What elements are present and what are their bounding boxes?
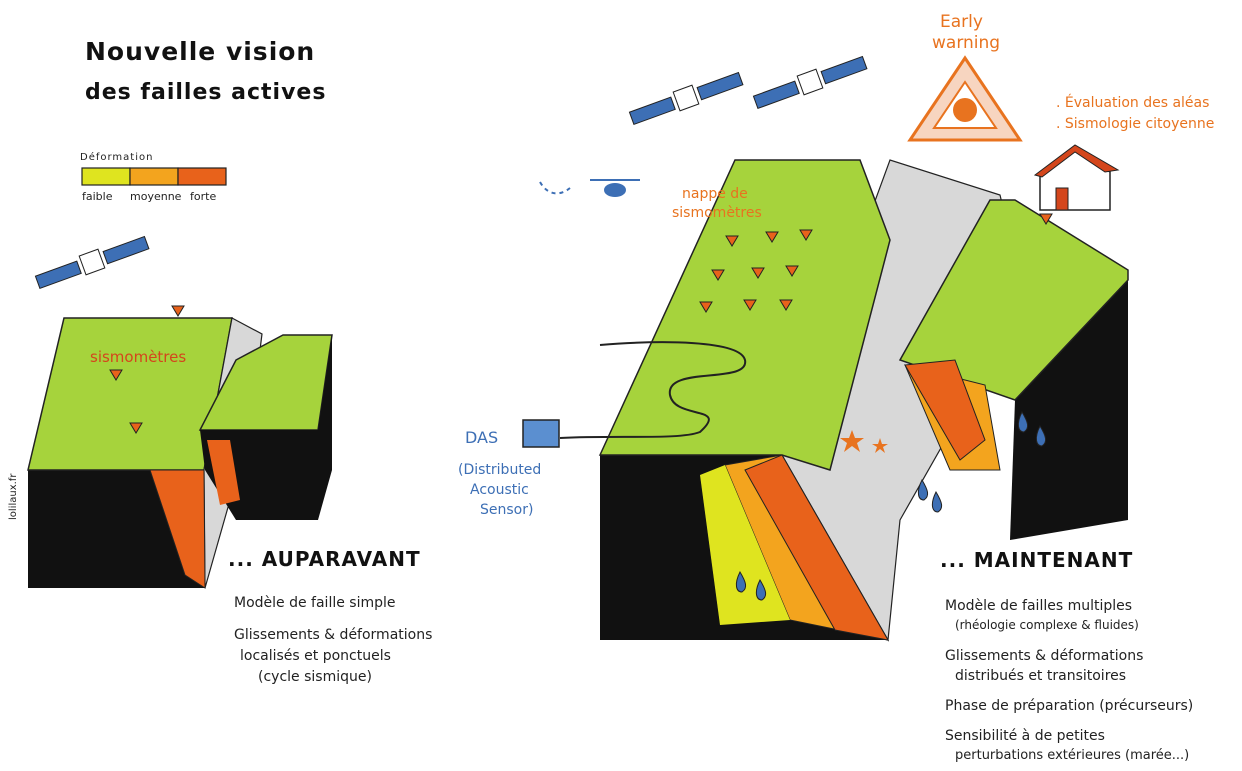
hazard-note: . Évaluation des aléas	[1056, 95, 1209, 111]
array-label-2: sismomètres	[672, 205, 762, 221]
early-warning-label-1: Early	[940, 12, 983, 32]
legend-level-low: faible	[82, 190, 112, 203]
now-bullet: distribués et transitoires	[955, 668, 1126, 684]
now-bullet: Modèle de failles multiples	[945, 598, 1132, 614]
das-label: DAS	[465, 428, 498, 447]
now-bullet: Glissements & déformations	[945, 648, 1143, 664]
early-warning-label-2: warning	[932, 33, 1000, 53]
now-bullet: perturbations extérieures (marée...)	[955, 748, 1189, 763]
before-seismometer-label: sismomètres	[90, 348, 186, 366]
das-full-3: Sensor)	[480, 502, 533, 518]
before-heading: ... AUPARAVANT	[228, 547, 421, 571]
before-bullet: Modèle de faille simple	[234, 595, 396, 611]
before-bullet: (cycle sismique)	[258, 669, 372, 685]
page-title-line2: des failles actives	[85, 80, 326, 105]
credit: lolilaux.fr	[8, 474, 19, 520]
satellite-icon	[628, 69, 744, 127]
array-label-1: nappe de	[682, 186, 748, 202]
das-sensor-icon	[523, 420, 559, 447]
das-full-1: (Distributed	[458, 462, 541, 478]
before-bullet: localisés et ponctuels	[240, 648, 391, 664]
satellite-icon	[752, 53, 868, 111]
das-full-2: Acoustic	[470, 482, 529, 498]
now-heading: ... MAINTENANT	[940, 548, 1133, 572]
now-bullet: (rhéologie complexe & fluides)	[955, 618, 1139, 632]
now-bullet: Sensibilité à de petites	[945, 728, 1105, 744]
drone-icon	[540, 180, 640, 196]
satellite-icon	[34, 233, 150, 291]
now-bullet: Phase de préparation (précurseurs)	[945, 698, 1193, 714]
house-icon	[1035, 145, 1118, 210]
deformation-legend-bar	[82, 168, 226, 185]
legend-level-mid: moyenne	[130, 190, 181, 203]
phone-icon	[953, 98, 977, 122]
before-bullet: Glissements & déformations	[234, 627, 432, 643]
legend-level-high: forte	[190, 190, 216, 203]
hazard-note: . Sismologie citoyenne	[1056, 116, 1214, 132]
page-title-line1: Nouvelle vision	[85, 37, 315, 66]
legend-title: Déformation	[80, 152, 153, 163]
